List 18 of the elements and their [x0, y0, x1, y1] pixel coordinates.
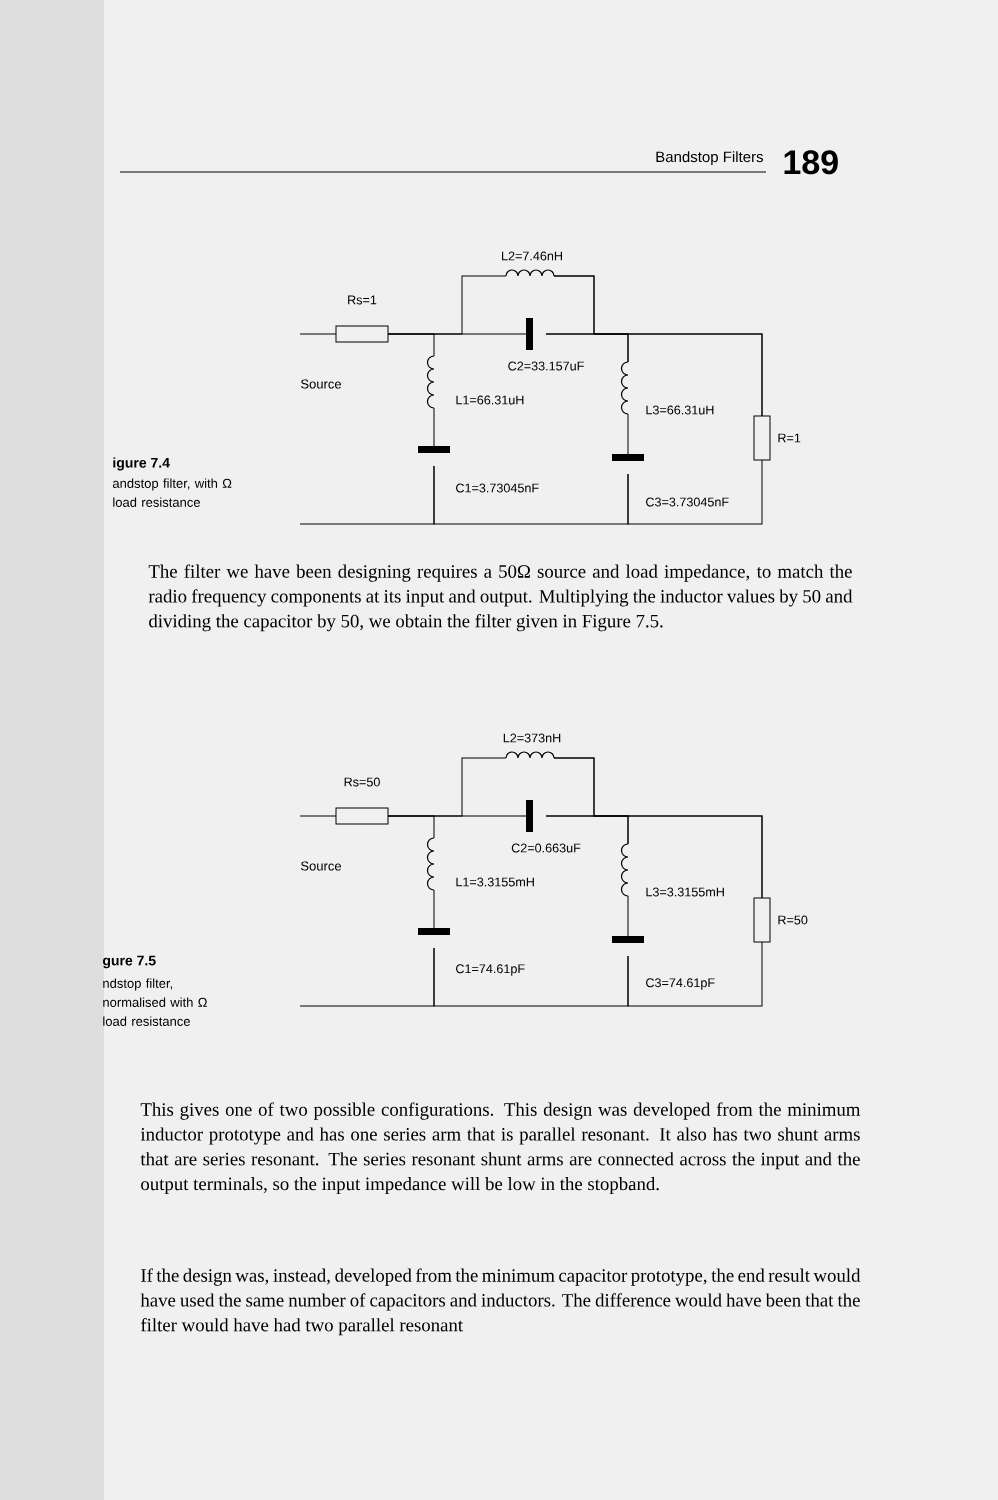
paragraph: The filter we have been designing requires a 50Ω source and load impedance, to match the radio frequency components at its input and output. Multiplying the inductor values by 50 and dividing the capacitor by 50, we obtain the filter given in Figure 7.5. — [148, 564, 853, 632]
wire — [387, 333, 527, 335]
wire — [627, 459, 763, 525]
wire — [433, 889, 435, 929]
wire — [299, 815, 337, 817]
paragraph: This gives one of two possible configurations. This design was developed from the minimum inductor prototype and has one series arm that is parallel resonant. It also has two shunt arms that are series resonant. The series resonant shunt arms are connected across the input and the output terminals, so the input impedance will be low in the stopband. — [140, 1102, 861, 1195]
wire — [433, 947, 629, 1007]
wire — [627, 413, 629, 455]
wire — [299, 333, 337, 335]
wire — [627, 895, 629, 937]
wire — [433, 407, 435, 447]
wire — [545, 815, 763, 899]
wire — [387, 815, 527, 817]
paragraph: If the design was, instead, developed from the minimum capacitor prototype, the end result would have used the same number of capacitors and inductors. The difference would have been that the filter would have had two parallel resonant — [140, 1268, 861, 1336]
wire — [545, 333, 763, 417]
page-number: 189 — [784, 150, 838, 175]
wire — [433, 465, 629, 525]
wire — [627, 941, 763, 1007]
